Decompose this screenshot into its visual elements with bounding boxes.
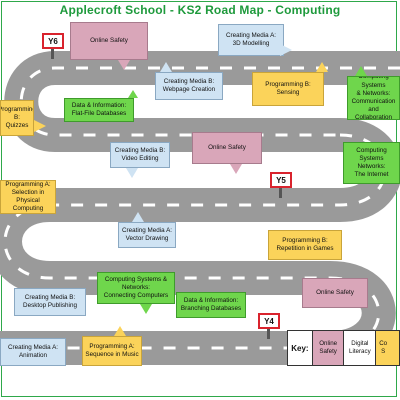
unit-programming-repetition-games: Programming B: Repetition in Games (268, 230, 342, 260)
key-label: Key: (288, 331, 313, 365)
bubble-tail (280, 44, 292, 56)
unit-online-safety: Online Safety (70, 22, 148, 60)
unit-programming-sequence-music: Programming A: Sequence in Music (82, 336, 142, 366)
unit-creating-media-desktop-publishing: Creating Media B: Desktop Publishing (14, 288, 86, 316)
bubble-tail (34, 120, 46, 132)
unit-online-safety: Online Safety (192, 132, 262, 164)
unit-programming-quizzes: Programming B: Quizzes (0, 100, 34, 136)
key-legend: Key: Online Safety Digital Literacy Co S (287, 330, 400, 366)
unit-data-flat-file-databases: Data & Information: Flat-File Databases (64, 98, 134, 122)
unit-creating-media-webpage-creation: Creating Media B: Webpage Creation (155, 72, 223, 100)
unit-computing-communication-collaboration: Computing Systems & Networks: Communicat… (347, 76, 400, 120)
bubble-tail (118, 60, 130, 70)
unit-creating-media-3d-modelling: Creating Media A: 3D Modelling (218, 24, 284, 56)
bubble-tail (230, 164, 242, 174)
bubble-tail (140, 304, 152, 314)
unit-creating-media-video-editing: Creating Media B: Video Editing (110, 142, 170, 168)
bubble-tail (132, 212, 144, 222)
unit-computing-the-internet: Computing Systems Networks: The Internet (343, 142, 400, 184)
unit-creating-media-animation: Creating Media A: Animation (0, 338, 66, 366)
bubble-tail (160, 62, 172, 72)
year-sign-label: Y6 (42, 33, 64, 49)
year-sign-label: Y5 (270, 172, 292, 188)
unit-programming-physical-computing: Programming A: Selection in Physical Com… (0, 180, 56, 214)
unit-data-branching-databases: Data & Information: Branching Databases (176, 292, 246, 318)
bubble-tail (316, 62, 328, 72)
bubble-tail (355, 66, 367, 76)
unit-online-safety: Online Safety (302, 278, 368, 308)
sign-pole (51, 49, 54, 59)
key-item-computer-science: Co S (376, 331, 399, 365)
page-title: Applecroft School - KS2 Road Map - Compu… (59, 3, 341, 17)
unit-computing-connecting-computers: Computing Systems & Networks: Connecting… (97, 272, 175, 304)
bubble-tail (128, 90, 138, 98)
key-item-online-safety: Online Safety (312, 331, 345, 365)
unit-programming-sensing: Programming B: Sensing (252, 72, 324, 106)
year-sign-label: Y4 (258, 313, 280, 329)
bubble-tail (114, 326, 126, 336)
sign-pole (267, 329, 270, 339)
sign-pole (279, 188, 282, 198)
unit-creating-media-vector-drawing: Creating Media A: Vector Drawing (118, 222, 176, 248)
bubble-tail (126, 168, 138, 178)
key-item-digital-literacy: Digital Literacy (344, 331, 377, 365)
